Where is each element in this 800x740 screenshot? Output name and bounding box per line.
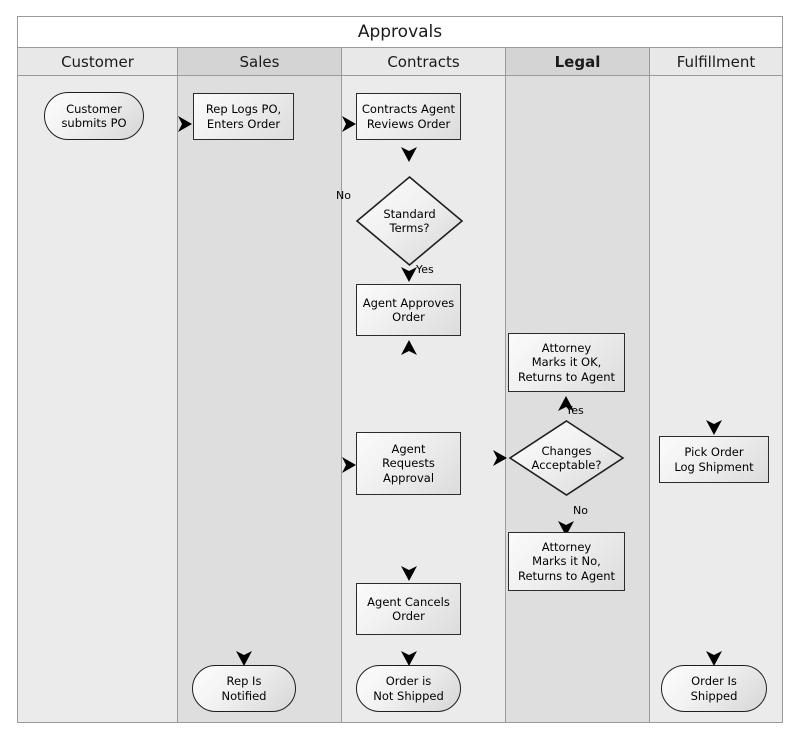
process-attorney-marks-it-ok[interactable]: Attorney Marks it OK, Returns to Agent — [508, 333, 625, 392]
terminator-rep-is-notified[interactable]: Rep Is Notified — [192, 665, 296, 712]
diamond-shape — [508, 420, 625, 496]
terminator-order-is-not-shipped[interactable]: Order is Not Shipped — [356, 665, 461, 712]
shapes-layer: Customer submits PO Rep Logs PO, Enters … — [18, 17, 784, 724]
arrowhead-into-rep-logs-po — [178, 116, 192, 132]
arrowhead-into-order-is-shipped — [706, 651, 722, 666]
lane-header-label: Legal — [554, 52, 601, 71]
terminator-customer-submits-po[interactable]: Customer submits PO — [44, 92, 144, 140]
swimlane-diagram: Approvals Customer Sales Contracts Legal… — [17, 16, 783, 723]
process-agent-approves-order[interactable]: Agent Approves Order — [356, 284, 461, 336]
arrowhead-into-rep-is-notified — [236, 651, 252, 666]
lane-body-sales — [178, 76, 342, 722]
lane-body-fulfillment — [650, 76, 782, 722]
arrowhead-into-order-is-not-shipped — [401, 651, 417, 666]
diagram-title-band: Approvals — [18, 17, 782, 48]
arrowhead-into-agent-requests-approval — [342, 457, 356, 473]
lane-header-fulfillment[interactable]: Fulfillment — [650, 48, 782, 75]
process-contracts-agent-reviews-order[interactable]: Contracts Agent Reviews Order — [356, 93, 461, 140]
decision-changes-acceptable[interactable]: Changes Acceptable? — [508, 419, 625, 497]
edge-label-standard-terms-yes: Yes — [416, 263, 434, 276]
lane-header-sales[interactable]: Sales — [178, 48, 342, 75]
lane-header-legal[interactable]: Legal — [506, 48, 650, 75]
process-agent-requests-approval[interactable]: Agent Requests Approval — [356, 432, 461, 495]
arrowhead-into-agent-approves-order — [401, 267, 417, 282]
lane-header-customer[interactable]: Customer — [18, 48, 178, 75]
process-rep-logs-po[interactable]: Rep Logs PO, Enters Order — [193, 93, 294, 140]
terminator-order-is-shipped[interactable]: Order Is Shipped — [661, 665, 767, 712]
edge-label-standard-terms-no: No — [336, 189, 351, 202]
lane-header-label: Contracts — [387, 52, 460, 71]
arrowhead-up-into-agent-approves-order — [401, 340, 417, 355]
arrowhead-into-agent-cancels-order — [401, 566, 417, 581]
lane-header-label: Sales — [239, 52, 280, 71]
edge-label-changes-yes: Yes — [566, 404, 584, 417]
decision-label: Standard Terms? — [383, 206, 436, 235]
lane-header-label: Fulfillment — [676, 52, 756, 71]
diagram-title: Approvals — [357, 21, 443, 42]
process-pick-order-log-shipment[interactable]: Pick Order Log Shipment — [659, 436, 769, 483]
diamond-shape — [355, 175, 464, 267]
decision-label: Changes Acceptable? — [531, 443, 602, 472]
lane-header-contracts[interactable]: Contracts — [342, 48, 506, 75]
arrowhead-into-changes-acceptable — [493, 450, 507, 466]
decision-standard-terms[interactable]: Standard Terms? — [355, 175, 464, 267]
arrowhead-up-into-attorney-marks-it-ok — [558, 396, 574, 411]
lane-body-customer — [18, 76, 178, 722]
process-agent-cancels-order[interactable]: Agent Cancels Order — [356, 583, 461, 635]
arrowhead-into-standard-terms — [401, 147, 417, 162]
lane-header-label: Customer — [61, 52, 134, 71]
arrowhead-into-pick-order-log-shipment — [706, 420, 722, 435]
edge-label-changes-no: No — [573, 504, 588, 517]
arrowhead-into-contracts-agent-review — [342, 116, 356, 132]
lane-body-band — [18, 76, 782, 722]
arrowhead-into-attorney-marks-it-no — [558, 521, 574, 536]
lane-body-legal — [506, 76, 650, 722]
process-attorney-marks-it-no[interactable]: Attorney Marks it No, Returns to Agent — [508, 532, 625, 591]
lane-header-band: Customer Sales Contracts Legal Fulfillme… — [18, 48, 782, 76]
